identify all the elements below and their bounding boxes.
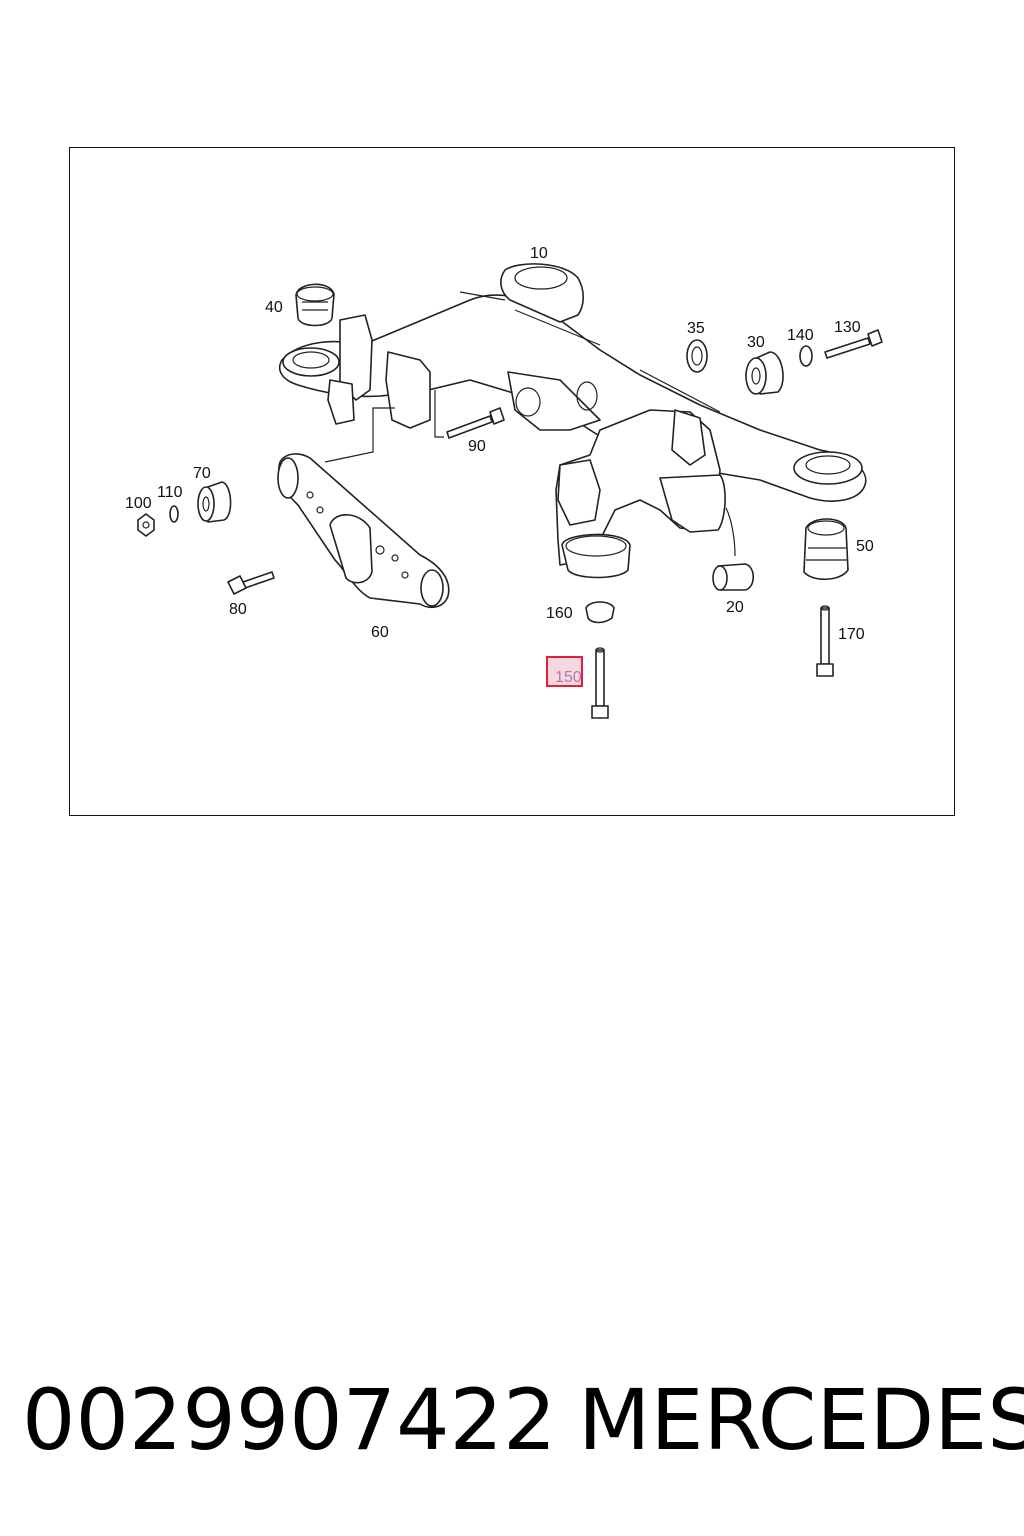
part-number: 0029907422 (22, 1371, 557, 1469)
callout-130: 130 (834, 319, 861, 336)
callout-110: 110 (157, 484, 183, 501)
washer-part-35 (686, 339, 708, 373)
arm-plate-part-60 (277, 453, 450, 609)
nut-part-100 (137, 513, 155, 537)
highlight-box-150 (546, 656, 583, 687)
brand-name: MERCEDES (578, 1371, 1024, 1469)
leader-60 (324, 407, 395, 463)
bolt-part-150 (591, 647, 609, 719)
washer-part-110 (169, 505, 179, 523)
callout-80: 80 (229, 601, 247, 618)
callout-30: 30 (747, 334, 765, 351)
leader-20 (725, 507, 736, 557)
callout-10: 10 (530, 245, 548, 262)
mount-part-50 (803, 518, 849, 581)
part-caption: 0029907422 MERCEDES (22, 1370, 1024, 1470)
callout-140: 140 (787, 327, 814, 344)
diagram-frame (69, 147, 955, 816)
washer-part-140 (799, 345, 813, 367)
nut-part-160 (585, 601, 615, 624)
callout-100: 100 (125, 495, 152, 512)
bushing-part-70 (197, 481, 232, 523)
callout-90: 90 (468, 438, 486, 455)
callout-35: 35 (687, 320, 705, 337)
bolt-part-80 (227, 571, 275, 595)
leader-90 (434, 390, 444, 438)
callout-70: 70 (193, 465, 211, 482)
callout-150[interactable]: 150 (555, 669, 582, 686)
bolt-part-90 (446, 407, 505, 439)
callout-160: 160 (546, 605, 573, 622)
bolt-part-170 (816, 605, 834, 677)
mount-part-40 (295, 283, 335, 327)
subframe-part-10 (278, 263, 867, 579)
bolt-part-130 (824, 329, 883, 359)
callout-40: 40 (265, 299, 283, 316)
callout-20: 20 (726, 599, 744, 616)
bushing-part-20 (712, 563, 755, 591)
callout-50: 50 (856, 538, 874, 555)
bushing-part-30 (745, 351, 784, 395)
callout-60: 60 (371, 624, 389, 641)
callout-170: 170 (838, 626, 865, 643)
